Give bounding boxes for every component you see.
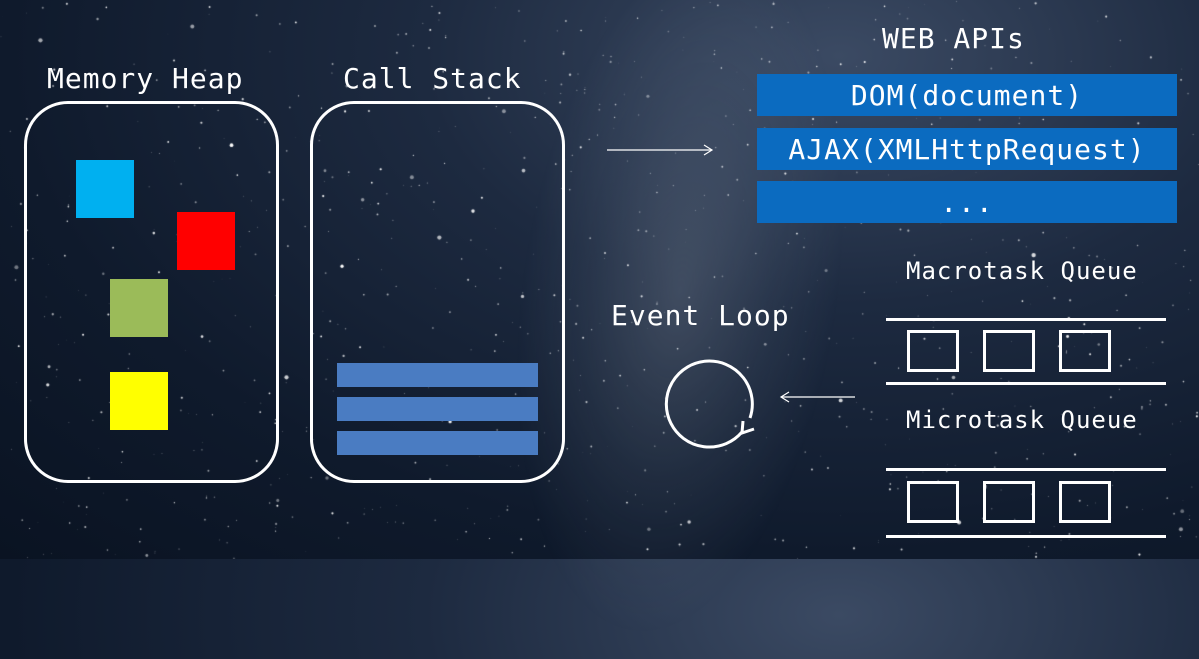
web-apis-title: WEB APIs [882,22,1025,55]
call-stack-panel [310,101,565,483]
heap-object-blue [76,160,134,218]
call-stack-title: Call Stack [343,62,522,95]
heap-object-green [110,279,168,337]
web-api-dom: DOM(document) [757,74,1177,116]
macrotask-queue-title: Macrotask Queue [906,257,1138,285]
call-stack-frame [337,431,538,455]
event-loop-title: Event Loop [611,299,790,332]
microtask-slot [983,481,1035,523]
macrotask-slot [983,330,1035,372]
arrow-queues-to-event-loop [779,391,855,403]
call-stack-frame [337,363,538,387]
call-stack-frame [337,397,538,421]
microtask-queue-bottom-line [886,535,1166,538]
macrotask-slot [1059,330,1111,372]
macrotask-slot [907,330,959,372]
microtask-slot [907,481,959,523]
heap-object-yellow [110,372,168,430]
diagram-connectors [0,0,1199,559]
heap-object-red [177,212,235,270]
web-api-more: ... [757,181,1177,223]
macrotask-queue-top-line [886,318,1166,321]
microtask-queue-top-line [886,468,1166,471]
arrow-stack-to-webapis [607,144,714,156]
memory-heap-title: Memory Heap [47,62,244,95]
macrotask-queue-bottom-line [886,382,1166,385]
microtask-slot [1059,481,1111,523]
event-loop-circle-icon [664,359,755,449]
memory-heap-panel [24,101,279,483]
microtask-queue-title: Microtask Queue [906,406,1138,434]
web-api-ajax: AJAX(XMLHttpRequest) [757,128,1177,170]
